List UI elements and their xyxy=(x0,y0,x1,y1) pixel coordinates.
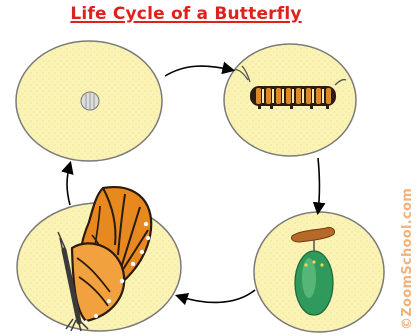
arrow-butterfly-to-egg xyxy=(67,164,70,205)
egg-icon xyxy=(81,92,99,110)
arrow-chrysalis-to-butterfly xyxy=(178,290,255,302)
arrow-egg-to-caterpillar xyxy=(165,66,232,76)
arrow-caterpillar-to-chrysalis xyxy=(318,158,320,212)
zoomschool-credit: ©ZoomSchool.com xyxy=(400,150,418,330)
